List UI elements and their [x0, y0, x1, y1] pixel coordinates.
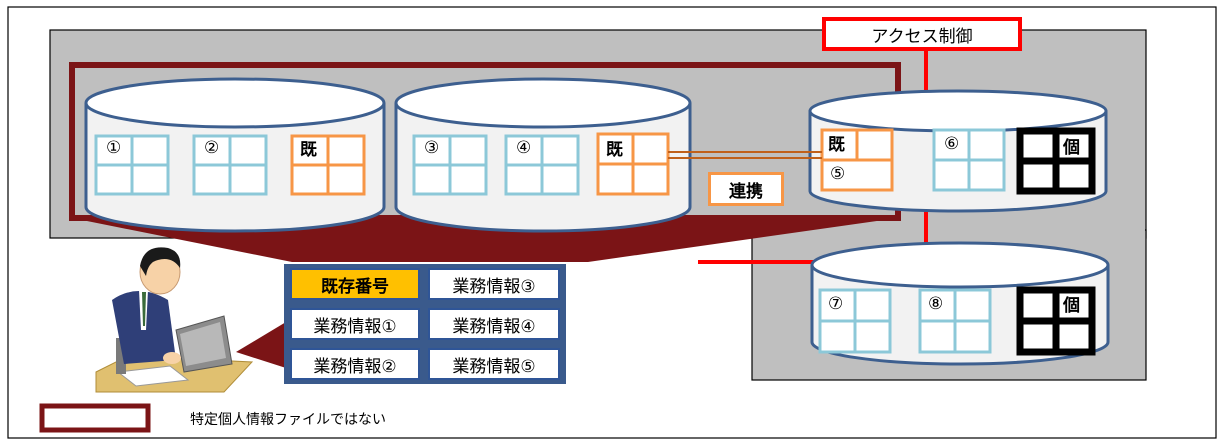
label-num-7: ⑦: [828, 294, 844, 314]
access-control-label: アクセス制御: [822, 17, 1022, 51]
label-personal-d: 個: [1063, 296, 1080, 316]
label-num-1: ①: [106, 138, 122, 158]
personal-grid-d: [1016, 286, 1096, 356]
file-grid-4: [504, 134, 580, 196]
person-at-laptop-illustration: [95, 247, 254, 393]
gray-joint: [752, 229, 1145, 238]
file-grid-existing-c: [820, 128, 894, 192]
file-grid-existing-b: [596, 132, 670, 196]
file-grid-2: [192, 134, 268, 196]
legend-text: 特定個人情報ファイルではない: [190, 412, 386, 428]
file-grid-7: [818, 288, 892, 354]
label-existing-a: 既: [300, 140, 317, 160]
info-cell-business-1: 業務情報①: [290, 308, 420, 340]
label-num-3: ③: [424, 138, 440, 158]
file-grid-8: [918, 288, 992, 354]
legend-swatch: [39, 403, 151, 433]
file-grid-existing-a: [290, 134, 366, 196]
label-num-8: ⑧: [928, 294, 944, 314]
label-existing-c: 既: [828, 135, 845, 155]
link-label: 連携: [708, 172, 784, 206]
label-personal-c: 個: [1063, 138, 1080, 158]
file-grid-3: [412, 134, 488, 196]
info-cell-business-4: 業務情報④: [428, 308, 560, 340]
info-cell-business-3: 業務情報③: [428, 268, 560, 300]
file-grid-1: [94, 134, 170, 196]
info-cell-business-2: 業務情報②: [290, 348, 420, 380]
label-num-5: ⑤: [830, 164, 846, 184]
info-cell-business-5: 業務情報⑤: [428, 348, 560, 380]
personal-grid-c: [1016, 127, 1096, 195]
label-num-6: ⑥: [944, 134, 960, 154]
file-grid-6: [932, 128, 1006, 192]
label-num-2: ②: [204, 138, 220, 158]
callout-pointer: [236, 322, 286, 368]
label-num-4: ④: [516, 138, 532, 158]
info-cell-existing-number: 既存番号: [290, 268, 420, 300]
label-existing-b: 既: [606, 140, 623, 160]
